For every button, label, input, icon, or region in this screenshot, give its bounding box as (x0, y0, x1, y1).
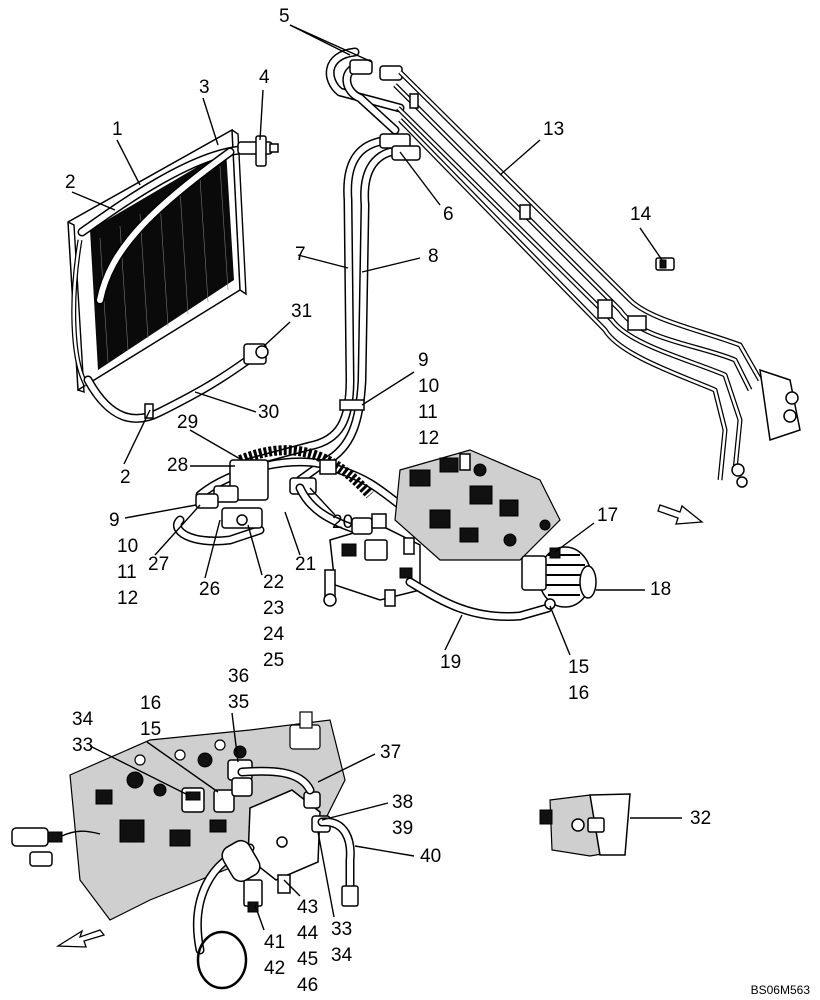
callout-c27: 27 (148, 554, 169, 575)
callout-c19: 19 (440, 652, 461, 673)
callout-c41: 41 (264, 932, 285, 953)
callout-c5: 5 (279, 6, 290, 27)
valve-assembly (11, 711, 346, 921)
direction-arrow (55, 929, 106, 948)
callout-c15b: 15 (140, 719, 161, 740)
tubes-13 (393, 70, 763, 481)
callout-c34a: 34 (72, 709, 94, 730)
inset-pump-32 (539, 793, 631, 857)
callout-c29: 29 (177, 412, 198, 433)
callout-c34b: 34 (331, 945, 353, 966)
callout-c2a: 2 (65, 172, 76, 193)
callout-c35: 35 (228, 692, 249, 713)
callout-c42: 42 (264, 958, 285, 979)
leader-lines (71, 24, 682, 931)
callout-c1: 1 (112, 119, 123, 140)
callout-c23: 23 (263, 598, 284, 619)
callout-c12b: 12 (117, 588, 138, 609)
bulkhead-bracket (731, 368, 801, 488)
callout-c26: 26 (199, 579, 220, 600)
callout-c9b: 9 (109, 510, 120, 531)
callout-c2b: 2 (120, 467, 131, 488)
callout-c8: 8 (428, 246, 439, 267)
direction-arrow (657, 504, 704, 525)
callout-c37: 37 (380, 742, 401, 763)
fitting-31 (243, 343, 269, 365)
callout-c24: 24 (263, 624, 285, 645)
callout-c46: 46 (297, 975, 318, 996)
callout-c39: 39 (392, 818, 413, 839)
callout-c20: 20 (332, 512, 353, 533)
callout-c6: 6 (443, 204, 454, 225)
callout-c28: 28 (167, 455, 188, 476)
callout-c15a: 15 (568, 657, 589, 678)
switch-14 (655, 257, 675, 271)
callout-c13: 13 (543, 119, 564, 140)
callout-c4: 4 (259, 67, 270, 88)
callout-c38: 38 (392, 792, 413, 813)
tee-fitting-4 (237, 135, 279, 167)
callout-c33a: 33 (72, 735, 93, 756)
callout-c12a: 12 (418, 428, 439, 449)
center-manifold (195, 459, 337, 529)
callout-c21: 21 (295, 554, 316, 575)
callout-c18: 18 (650, 579, 671, 600)
callout-c30: 30 (258, 402, 279, 423)
callout-c3: 3 (199, 77, 210, 98)
callout-c16a: 16 (568, 683, 589, 704)
callout-c33b: 33 (331, 919, 352, 940)
callout-c11b: 11 (117, 562, 137, 583)
callout-c22: 22 (263, 572, 284, 593)
callout-c44: 44 (297, 923, 319, 944)
drawing-code: BS06M563 (751, 983, 811, 997)
callout-c9a: 9 (418, 350, 429, 371)
callout-c43: 43 (297, 897, 318, 918)
callout-c40: 40 (420, 846, 441, 867)
callout-c14: 14 (630, 204, 652, 225)
callout-c10b: 10 (117, 536, 138, 557)
pump-assembly (323, 449, 597, 608)
callout-c31: 31 (291, 301, 312, 322)
callout-c16b: 16 (140, 693, 161, 714)
callout-c11a: 11 (418, 402, 438, 423)
callout-c32: 32 (690, 808, 711, 829)
callout-c17: 17 (597, 505, 618, 526)
oil-cooler (67, 128, 247, 393)
callout-c36: 36 (228, 666, 249, 687)
callout-c7: 7 (295, 244, 306, 265)
o-ring-42 (196, 930, 248, 990)
callout-c25: 25 (263, 650, 284, 671)
callout-c45: 45 (297, 949, 318, 970)
callout-c10a: 10 (418, 376, 439, 397)
